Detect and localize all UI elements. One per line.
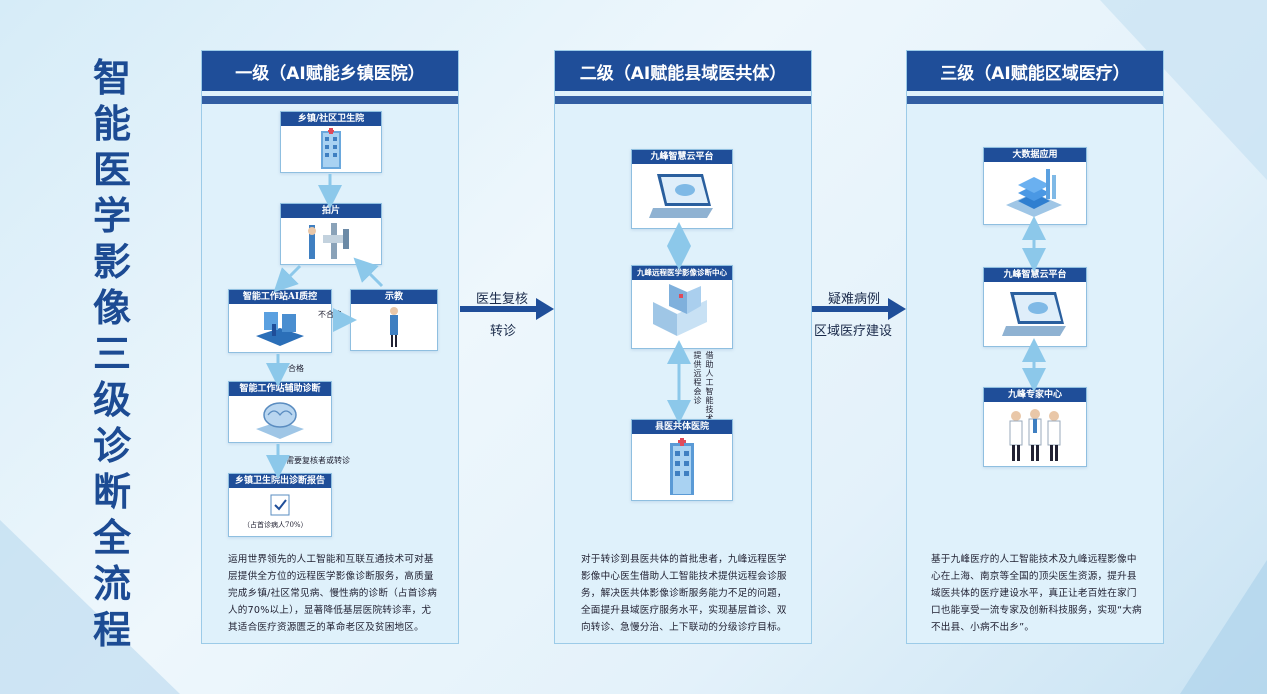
header-underline bbox=[202, 96, 458, 104]
teaching-box: 示教 bbox=[350, 289, 438, 351]
percent-note: （占首诊病人70%） bbox=[243, 521, 308, 529]
title-char: 全 bbox=[92, 516, 131, 560]
box-title: 乡镇卫生院出诊断报告 bbox=[229, 474, 331, 488]
county-hospital-box: 县医共体医院 bbox=[631, 419, 733, 501]
laptop-cloud-icon bbox=[984, 282, 1086, 346]
title-char: 流 bbox=[92, 562, 131, 606]
box-title: 拍片 bbox=[281, 204, 381, 218]
box-title: 示教 bbox=[351, 290, 437, 304]
level-one-description: 运用世界领先的人工智能和互联互通技术可对基层提供全方位的远程医学影像诊断服务，高… bbox=[228, 554, 438, 633]
title-char: 影 bbox=[92, 240, 131, 284]
expert-center-box: 九峰专家中心 bbox=[983, 387, 1087, 467]
title-char: 三 bbox=[92, 332, 131, 376]
title-char: 能 bbox=[92, 102, 131, 146]
box-title: 九峰远程医学影像诊断中心 bbox=[632, 266, 732, 280]
page-title: 智能医学影像三级诊断全流程 bbox=[82, 55, 142, 653]
report-icon bbox=[229, 488, 331, 536]
level-two-description: 对于转诊到县医共体的首批患者，九峰远程医学影像中心医生借助人工智能技术提供远程会… bbox=[581, 554, 787, 633]
pass-label: 合格 bbox=[288, 364, 304, 373]
remote-diagnosis-center-box: 九峰远程医学影像诊断中心 bbox=[631, 265, 733, 349]
level-two-header: 二级（AI赋能县域医共体） bbox=[555, 51, 811, 91]
title-char: 像 bbox=[92, 286, 131, 330]
box-title: 九峰智慧云平台 bbox=[632, 150, 732, 164]
box-title: 大数据应用 bbox=[984, 148, 1086, 162]
header-underline bbox=[555, 96, 811, 104]
ai-technology-label: 借助人工智能技术 bbox=[705, 351, 714, 423]
remote-consultation-label: 提供远程会诊 bbox=[693, 351, 702, 405]
level-one-header: 一级（AI赋能乡镇医院） bbox=[202, 51, 458, 91]
arrow-one-bottom-label: 转诊 bbox=[490, 324, 517, 339]
title-char: 学 bbox=[92, 194, 131, 238]
box-title: 九峰智慧云平台 bbox=[984, 268, 1086, 282]
xray-machine-icon bbox=[281, 218, 381, 264]
title-char: 诊 bbox=[92, 424, 131, 468]
level-three-panel: 三级（AI赋能区域医疗） 大数据应用 九峰智慧云平台 九峰专家中心 基于九峰医疗… bbox=[906, 50, 1164, 644]
cloud-platform-box: 九峰智慧云平台 bbox=[631, 149, 733, 229]
title-char: 智 bbox=[92, 56, 131, 100]
xray-box: 拍片 bbox=[280, 203, 382, 265]
laptop-cloud-icon bbox=[632, 164, 732, 228]
brain-icon bbox=[229, 396, 331, 442]
hospital-building-icon bbox=[632, 434, 732, 500]
box-title: 乡镇/社区卫生院 bbox=[281, 112, 381, 126]
data-server-icon bbox=[984, 162, 1086, 224]
person-icon bbox=[351, 304, 437, 350]
big-data-box: 大数据应用 bbox=[983, 147, 1087, 225]
diagnosis-report-box: 乡镇卫生院出诊断报告 （占首诊病人70%） bbox=[228, 473, 332, 537]
ai-quality-control-box: 智能工作站AI质控 bbox=[228, 289, 332, 353]
title-char: 医 bbox=[92, 148, 131, 192]
level-two-panel: 二级（AI赋能县域医共体） 九峰智慧云平台 九峰远程医学影像诊断中心 借助人工智… bbox=[554, 50, 812, 644]
workstation-icon bbox=[229, 304, 331, 352]
fail-label: 不合格 bbox=[318, 310, 342, 319]
township-hospital-box: 乡镇/社区卫生院 bbox=[280, 111, 382, 173]
cloud-platform-box: 九峰智慧云平台 bbox=[983, 267, 1087, 347]
no-review-label: 不需要复核者或转诊 bbox=[278, 456, 350, 465]
arrow-two-top-label: 疑难病例 bbox=[828, 292, 881, 307]
title-char: 程 bbox=[92, 608, 131, 652]
box-title: 县医共体医院 bbox=[632, 420, 732, 434]
level-three-header: 三级（AI赋能区域医疗） bbox=[907, 51, 1163, 91]
box-title: 智能工作站AI质控 bbox=[229, 290, 331, 304]
level-three-description: 基于九峰医疗的人工智能技术及九峰远程影像中心在上海、南京等全国的顶尖医生资源，提… bbox=[931, 554, 1142, 633]
box-title: 九峰专家中心 bbox=[984, 388, 1086, 402]
arrow-one-top-label: 医生复核 bbox=[476, 292, 529, 307]
doctors-icon bbox=[984, 402, 1086, 466]
arrow-two-bottom-label: 区域医疗建设 bbox=[814, 324, 893, 339]
title-char: 断 bbox=[92, 470, 131, 514]
level-one-panel: 一级（AI赋能乡镇医院） 乡镇/社区卫生院 拍片 智能工作站AI质控 示教 智能… bbox=[201, 50, 459, 644]
header-underline bbox=[907, 96, 1163, 104]
hospital-building-icon bbox=[281, 126, 381, 172]
title-char: 级 bbox=[92, 378, 131, 422]
building-complex-icon bbox=[632, 280, 732, 348]
ai-assisted-diagnosis-box: 智能工作站辅助诊断 bbox=[228, 381, 332, 443]
box-title: 智能工作站辅助诊断 bbox=[229, 382, 331, 396]
